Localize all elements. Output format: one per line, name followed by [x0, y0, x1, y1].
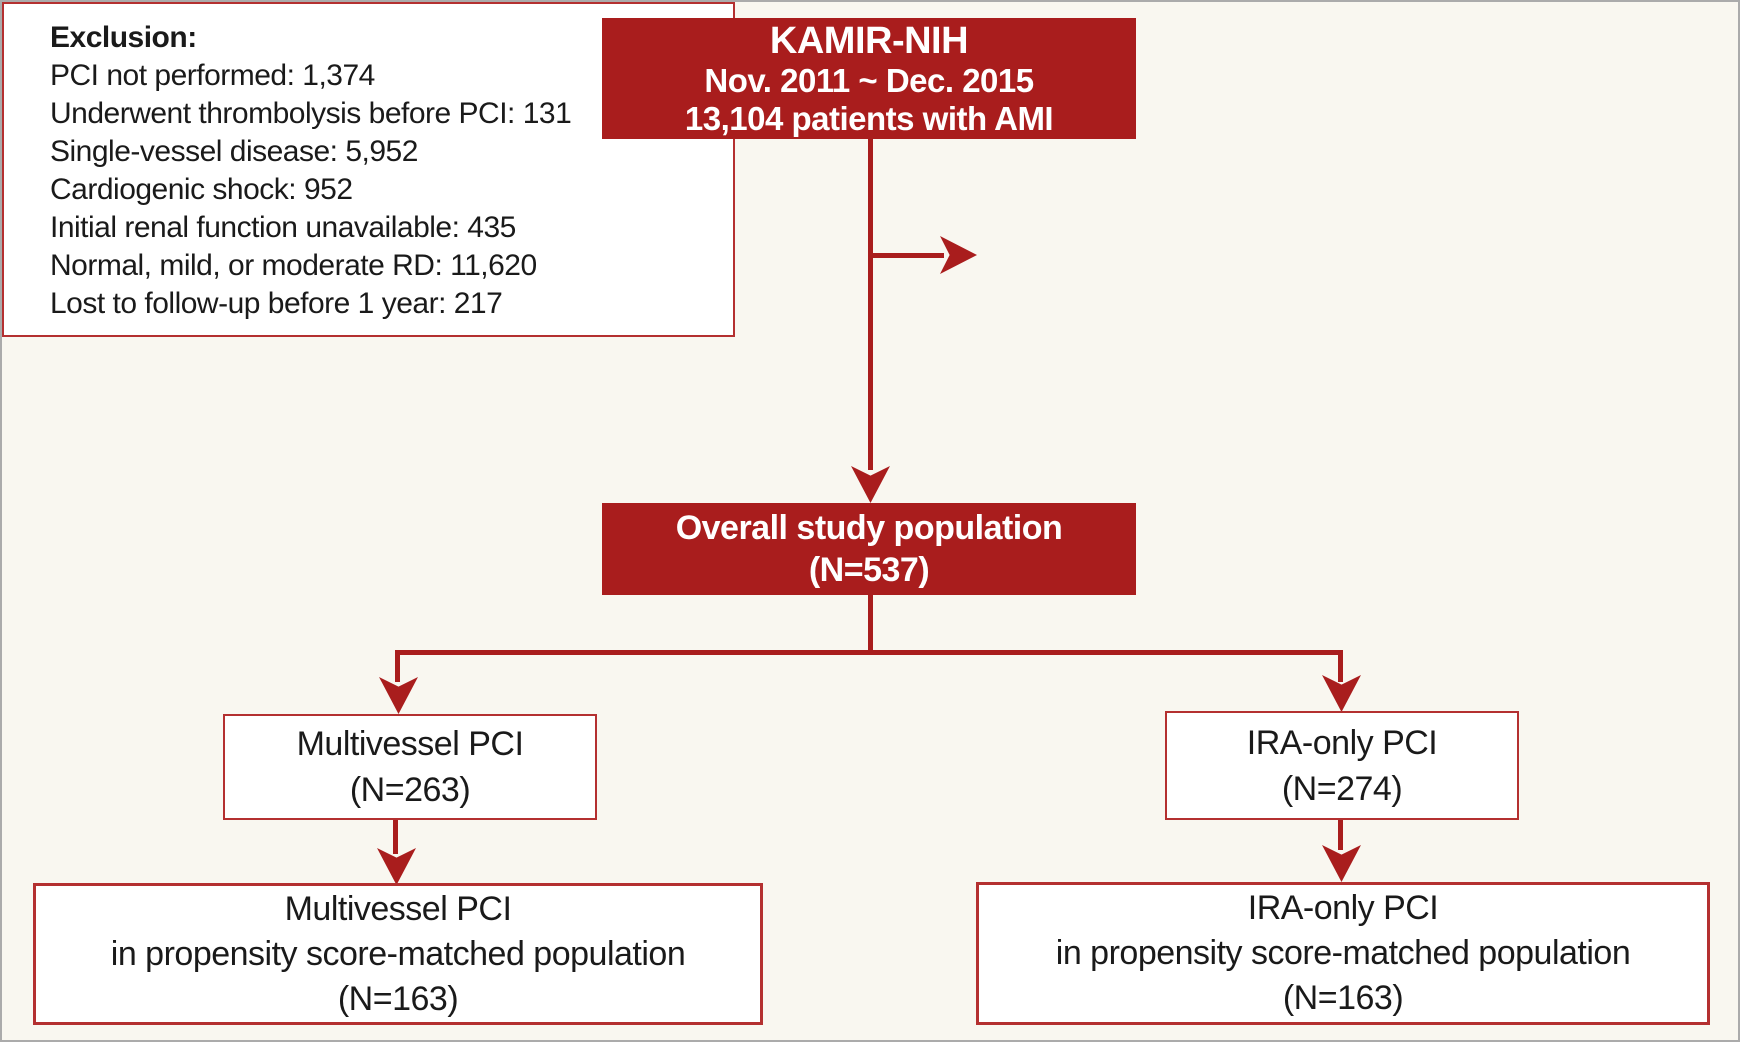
exclusion-item: Normal, mild, or moderate RD: 11,620 [50, 249, 537, 282]
arrowhead-down-overall-icon [851, 466, 890, 503]
multivessel-matched-label: Multivessel PCI [284, 889, 512, 928]
exclusion-item: Cardiogenic shock: 952 [50, 173, 353, 206]
exclusion-item: Lost to follow-up before 1 year: 217 [50, 287, 503, 320]
ira-only-pci-label: IRA-only PCI [1246, 723, 1438, 762]
multivessel-pci-box: Multivessel PCI (N=263) [223, 714, 597, 820]
ira-only-pci-count: (N=274) [1281, 769, 1403, 808]
exclusion-item: Underwent thrombolysis before PCI: 131 [50, 97, 572, 130]
multivessel-pci-count: (N=263) [349, 771, 471, 809]
exclusion-item: Single-vessel disease: 5,952 [50, 135, 418, 168]
multivessel-matched-count: (N=163) [337, 979, 459, 1018]
connector-branch-to-multivessel [395, 650, 400, 682]
multivessel-matched-sublabel: in propensity score-matched population [110, 934, 686, 973]
exclusion-item: Initial renal function unavailable: 435 [50, 211, 516, 244]
exclusion-item: PCI not performed: 1,374 [50, 59, 375, 92]
arrowhead-right-exclusion-icon [940, 236, 977, 274]
connector-overall-to-branch [868, 595, 873, 655]
ira-only-pci-box: IRA-only PCI (N=274) [1165, 711, 1519, 820]
connector-to-exclusion [868, 253, 944, 258]
ira-only-matched-label: IRA-only PCI [1247, 889, 1439, 927]
registry-title: KAMIR-NIH [769, 19, 969, 62]
overall-population-count: (N=537) [808, 551, 930, 589]
branch-line [395, 650, 1343, 655]
multivessel-matched-box: Multivessel PCI in propensity score-matc… [33, 883, 763, 1025]
connector-multivessel-to-matched [393, 820, 398, 854]
arrowhead-down-multivessel-icon [379, 677, 418, 714]
overall-population-label: Overall study population [675, 509, 1063, 547]
arrowhead-down-ira-matched-icon [1322, 845, 1361, 882]
connector-branch-to-ira [1338, 650, 1343, 682]
ira-only-matched-sublabel: in propensity score-matched population [1055, 934, 1631, 972]
registry-patient-count: 13,104 patients with AMI [684, 99, 1054, 137]
exclusion-heading: Exclusion: [50, 21, 197, 54]
registry-box: KAMIR-NIH Nov. 2011 ~ Dec. 2015 13,104 p… [602, 18, 1136, 139]
ira-only-matched-box: IRA-only PCI in propensity score-matched… [976, 882, 1710, 1025]
ira-only-matched-count: (N=163) [1282, 979, 1404, 1017]
connector-registry-to-overall [868, 139, 873, 470]
connector-ira-to-matched [1338, 820, 1343, 850]
registry-date-range: Nov. 2011 ~ Dec. 2015 [704, 61, 1034, 99]
overall-population-box: Overall study population (N=537) [602, 503, 1136, 595]
multivessel-pci-label: Multivessel PCI [296, 725, 524, 763]
